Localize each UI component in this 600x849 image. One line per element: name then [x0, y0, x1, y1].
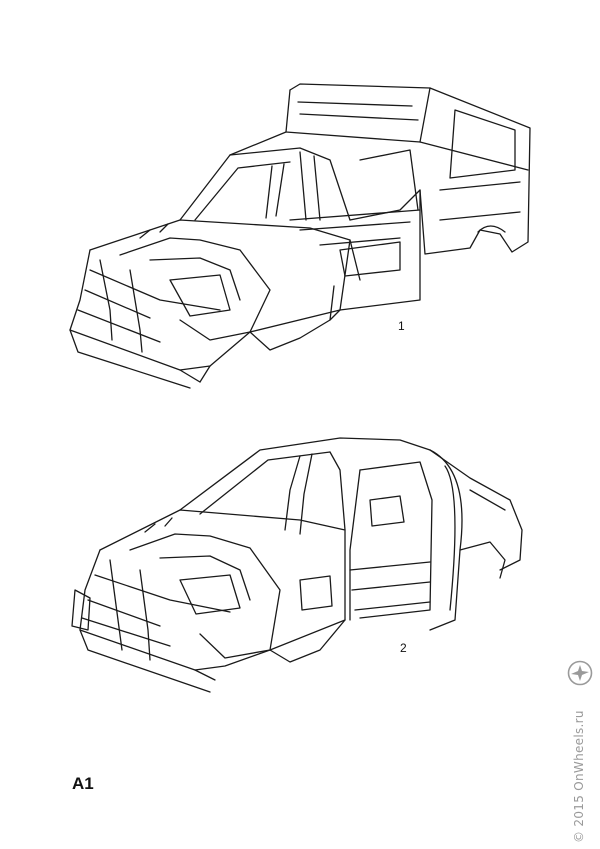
watermark-text: © 2015 OnWheels.ru	[572, 710, 586, 843]
pickup-body-drawing	[71, 437, 523, 693]
brand-logo-icon	[567, 660, 593, 686]
figure-van-body	[0, 70, 600, 410]
callout-1: 1	[398, 319, 405, 333]
callout-2: 2	[400, 641, 407, 655]
van-body-drawing	[69, 83, 531, 389]
page-label: A1	[72, 774, 94, 793]
watermark: © 2015 OnWheels.ru	[560, 660, 600, 849]
figure-pickup-body	[0, 430, 600, 700]
